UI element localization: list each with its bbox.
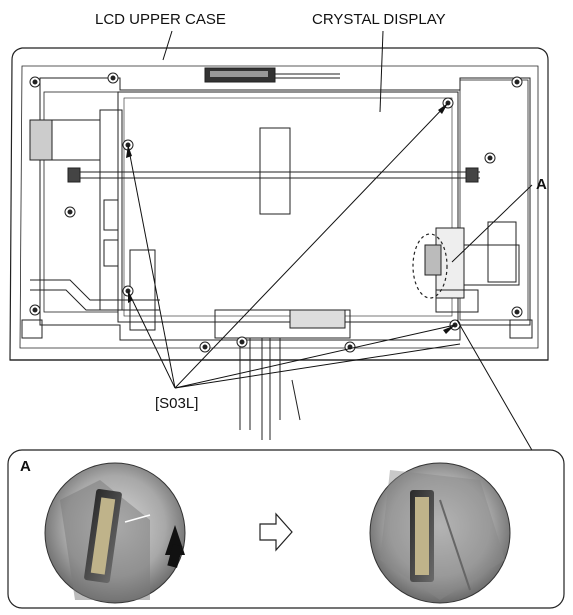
screw-icon	[484, 152, 496, 164]
lcd-chassis	[39, 77, 531, 341]
detail-panel-title: A	[20, 458, 31, 475]
left-board	[29, 109, 160, 331]
bottom-bracket	[214, 309, 351, 440]
screw-icon	[199, 341, 211, 353]
leader-arrowheads	[126, 103, 455, 334]
screw-icon	[511, 306, 523, 318]
photo-after	[369, 462, 511, 604]
top-connector	[204, 67, 340, 83]
detail-a-callout: A	[536, 176, 547, 193]
crystal-display-label: CRYSTAL DISPLAY	[312, 11, 446, 28]
right-board	[424, 221, 520, 313]
corner-feet	[21, 319, 533, 339]
screw-icon	[29, 304, 41, 316]
screw-icon	[511, 76, 523, 88]
detail-panel-a	[7, 449, 565, 609]
screw-icon	[344, 341, 356, 353]
screws	[29, 72, 523, 353]
lcd-upper-case-label: LCD UPPER CASE	[95, 11, 226, 28]
screw-icon	[236, 336, 248, 348]
screw-icon	[64, 206, 76, 218]
screw-icon	[107, 72, 119, 84]
arrow-right-icon	[259, 512, 293, 552]
screw-code-label: [S03L]	[155, 395, 199, 412]
leader-lines	[127, 30, 534, 453]
photo-before	[44, 462, 186, 604]
screw-icon	[29, 76, 41, 88]
detail-a-highlight	[412, 233, 448, 299]
lcd-upper-case	[9, 47, 549, 361]
